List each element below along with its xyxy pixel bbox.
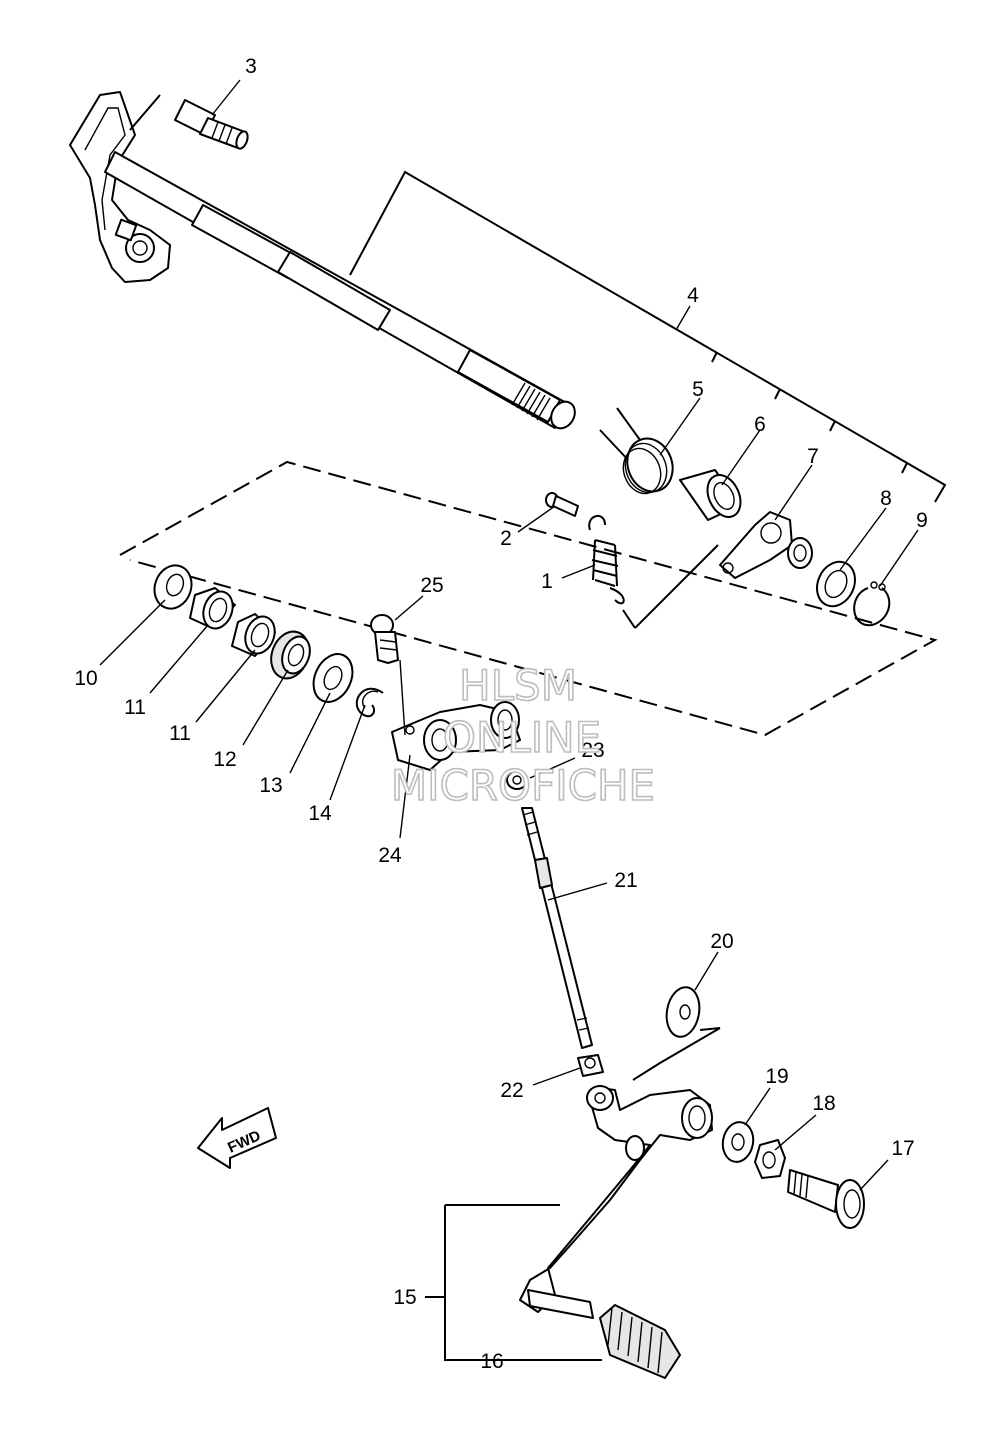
group-bracket-shaft <box>349 170 947 503</box>
washer-part-13 <box>312 653 354 703</box>
pivot-bolt-part-17 <box>787 1169 865 1229</box>
bolt-part-25 <box>370 614 399 664</box>
shift-arm-part-24 <box>391 701 521 771</box>
callout-7: 7 <box>807 445 819 468</box>
circlip-part-14 <box>355 687 384 718</box>
nut-part-18 <box>754 1139 786 1179</box>
group-bracket-pedal <box>425 1027 721 1361</box>
callout-19: 19 <box>765 1065 788 1088</box>
callout-4: 4 <box>687 284 699 307</box>
callout-18: 18 <box>812 1092 835 1115</box>
callout-8: 8 <box>880 487 892 510</box>
callout-17: 17 <box>891 1137 914 1160</box>
nut-part-23 <box>506 770 528 790</box>
callout-15: 15 <box>393 1286 416 1309</box>
callout-21: 21 <box>614 869 637 892</box>
callout-10: 10 <box>74 667 97 690</box>
washer-part-19 <box>721 1121 755 1163</box>
bearing-part-11a <box>189 587 236 630</box>
callout-1: 1 <box>541 570 553 593</box>
nut-part-22 <box>577 1054 604 1077</box>
group-bracket-housing <box>119 460 938 737</box>
callout-23: 23 <box>581 739 604 762</box>
tension-spring-part-1 <box>588 515 625 605</box>
callout-16: 16 <box>480 1350 503 1373</box>
callout-14: 14 <box>308 802 332 825</box>
callout-2: 2 <box>500 527 512 550</box>
stopper-lever-part-7 <box>719 511 813 579</box>
oil-seal-part-12 <box>270 630 311 680</box>
shift-shaft-rod <box>104 151 576 430</box>
forward-arrow-icon: FWD <box>197 1107 277 1169</box>
watermark: HLSM ONLINE MICROFICHE <box>390 660 656 811</box>
callout-9: 9 <box>916 509 928 532</box>
shift-pedal-part-15 <box>519 1085 713 1313</box>
callout-leaders <box>99 79 919 1191</box>
callout-11a: 11 <box>124 696 146 719</box>
shift-rod-part-21 <box>521 807 593 1049</box>
callout-24: 24 <box>378 844 402 867</box>
watermark-line-2: ONLINE <box>443 713 601 762</box>
bearing-part-11b <box>231 613 276 657</box>
pin-part-2 <box>545 492 579 517</box>
watermark-line-1: HLSM <box>459 661 577 710</box>
callout-3: 3 <box>245 55 257 78</box>
callout-11b: 11 <box>169 722 191 745</box>
callout-22: 22 <box>500 1079 523 1102</box>
shift-shaft-arm <box>69 91 171 283</box>
callout-6: 6 <box>754 413 766 436</box>
watermark-line-3: MICROFICHE <box>391 761 655 810</box>
callout-13: 13 <box>259 774 282 797</box>
stopper-bolt-part-3 <box>129 94 249 150</box>
callout-5: 5 <box>692 378 704 401</box>
callout-20: 20 <box>710 930 733 953</box>
callout-25: 25 <box>420 574 443 597</box>
washer-part-10 <box>153 564 193 610</box>
torsion-spring-part-5 <box>599 407 674 495</box>
callout-12: 12 <box>213 748 236 771</box>
callout-labels: 3 4 5 6 7 8 9 2 1 25 10 11 11 12 13 14 2… <box>74 55 928 1373</box>
footrest-rubber-part-16 <box>527 1289 681 1379</box>
collar-part-6 <box>679 469 742 521</box>
washer-part-20 <box>665 986 701 1038</box>
